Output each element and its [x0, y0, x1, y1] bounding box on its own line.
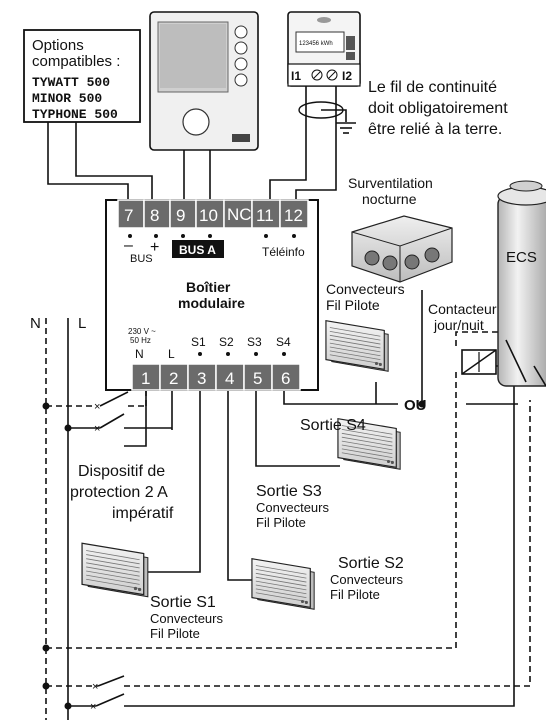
- meter-display: 123456 kWh: [299, 41, 333, 47]
- wires: [47, 84, 541, 720]
- live-line-label: L: [78, 315, 86, 332]
- module-box: [105, 199, 319, 391]
- options-title-line2: compatibles :: [32, 53, 120, 70]
- protection-line1: Dispositif de: [78, 463, 165, 480]
- top-terminal-row: [117, 199, 309, 229]
- s4-title: Sortie S4: [300, 417, 366, 434]
- teleinfo-label: Téléinfo: [262, 245, 305, 259]
- label-s3: S3: [247, 335, 262, 349]
- terminal-6: 6: [281, 369, 290, 388]
- convector-s4: [325, 320, 389, 372]
- terminal-11: 11: [256, 206, 274, 225]
- note-line1: Le fil de continuité: [368, 79, 497, 96]
- label-s2: S2: [219, 335, 234, 349]
- module-title-line1: Boîtier: [186, 279, 231, 295]
- terminal-4: 4: [225, 369, 234, 388]
- protection-line3: impératif: [112, 505, 174, 522]
- s3-sub1: Convecteurs: [256, 500, 329, 515]
- contactor-switch: [533, 365, 546, 387]
- terminal-1: 1: [141, 369, 150, 388]
- terminal-dot: [208, 234, 212, 238]
- switch-x-mark: ×: [94, 401, 100, 413]
- switch-x-mark: ×: [92, 681, 98, 693]
- bus-a-badge: [172, 240, 224, 258]
- bus-minus: –: [124, 237, 133, 254]
- meter-terminal-right: I2: [342, 69, 352, 83]
- s2-title: Sortie S2: [338, 555, 404, 572]
- ventilation-unit: [351, 215, 453, 283]
- terminal-9: 9: [176, 206, 185, 225]
- contactor-switch: [505, 339, 527, 383]
- continuity-loop: [298, 101, 344, 119]
- terminal-nc: NC: [227, 205, 252, 224]
- surventilation-line1: Surventilation: [348, 175, 433, 191]
- contactor-line2: jour/nuit: [433, 317, 484, 333]
- protection-switches: [95, 391, 129, 707]
- ou-label: OU: [404, 397, 427, 414]
- electric-meter: [287, 11, 361, 87]
- switch-x-mark: ×: [90, 701, 96, 713]
- bus-label: BUS: [130, 253, 153, 265]
- terminal-2: 2: [169, 369, 178, 388]
- terminal-dot: [181, 234, 185, 238]
- convector-s1: [81, 542, 149, 598]
- s4-sub2: Fil Pilote: [326, 297, 380, 313]
- terminal-dot: [154, 234, 158, 238]
- label-n: N: [135, 347, 144, 361]
- terminal-12: 12: [284, 206, 303, 225]
- terminal-dot: [292, 234, 296, 238]
- terminal-3: 3: [197, 369, 206, 388]
- s1-title: Sortie S1: [150, 594, 216, 611]
- terminal-8: 8: [150, 206, 159, 225]
- switch-x-mark: ×: [94, 423, 100, 435]
- contactor-coil: [461, 349, 497, 375]
- options-box: [23, 29, 141, 123]
- convector-s2: [251, 558, 315, 610]
- bus-a-label: BUS A: [179, 243, 216, 257]
- option-model: TYWATT 500: [32, 75, 110, 90]
- options-title-line1: Options: [32, 37, 84, 54]
- neutral-line-label: N: [30, 315, 41, 332]
- thermostat-device: [149, 11, 259, 151]
- module-title-line2: modulaire: [178, 295, 245, 311]
- terminal-dot: [282, 352, 286, 356]
- ecs-label: ECS: [506, 249, 537, 266]
- surventilation-line2: nocturne: [362, 191, 417, 207]
- note-line2: doit obligatoirement: [368, 100, 508, 117]
- junction-dots: [42, 400, 426, 710]
- terminal-dot: [254, 352, 258, 356]
- terminal-dot: [198, 352, 202, 356]
- label-s1: S1: [191, 335, 206, 349]
- s1-sub1: Convecteurs: [150, 611, 223, 626]
- supply-line1: 230 V ~: [128, 327, 156, 336]
- terminal-10: 10: [199, 206, 218, 225]
- note-line3: être relié à la terre.: [368, 121, 502, 138]
- s3-sub2: Fil Pilote: [256, 515, 306, 530]
- bottom-terminal-row: [131, 363, 301, 391]
- terminal-5: 5: [253, 369, 262, 388]
- option-model: MINOR 500: [32, 91, 102, 106]
- ecs-water-heater: [497, 180, 546, 387]
- terminal-dot: [226, 352, 230, 356]
- s2-sub2: Fil Pilote: [330, 587, 380, 602]
- terminal-7: 7: [124, 206, 133, 225]
- label-l: L: [168, 347, 175, 361]
- label-s4: S4: [276, 335, 291, 349]
- s4-sub1: Convecteurs: [326, 281, 405, 297]
- protection-line2: protection 2 A: [70, 484, 168, 501]
- s2-sub1: Convecteurs: [330, 572, 403, 587]
- option-model: TYPHONE 500: [32, 107, 118, 122]
- earth-icon: [336, 122, 356, 134]
- contactor-line1: Contacteur: [428, 301, 497, 317]
- bus-plus: +: [150, 239, 159, 256]
- terminal-dot: [128, 234, 132, 238]
- terminal-dot: [264, 234, 268, 238]
- s3-title: Sortie S3: [256, 483, 322, 500]
- meter-terminal-left: I1: [291, 69, 301, 83]
- supply-line2: 50 Hz: [130, 336, 151, 345]
- s1-sub2: Fil Pilote: [150, 626, 200, 641]
